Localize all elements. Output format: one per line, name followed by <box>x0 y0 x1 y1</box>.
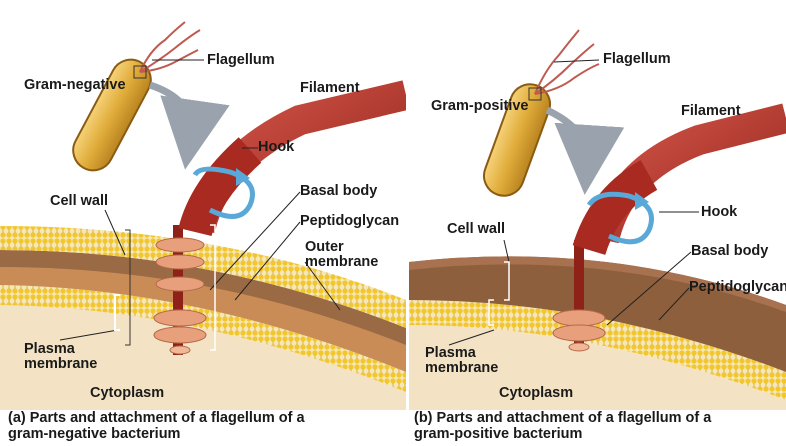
caption-b-line1: Parts and attachment of a flagellum of a <box>437 410 712 426</box>
plasma-membrane-label: Plasma membrane <box>425 346 505 376</box>
cell-wall-label: Cell wall <box>447 222 505 237</box>
flagellum-label: Flagellum <box>603 52 671 67</box>
cytoplasm-label: Cytoplasm <box>90 386 164 401</box>
peptidoglycan-label: Peptidoglycan <box>300 214 399 229</box>
caption-a: (a) Parts and attachment of a flagellum … <box>8 410 305 442</box>
flagellum-label: Flagellum <box>207 53 275 68</box>
panel-gram-positive: Gram-positive Flagellum Filament Hook Ba… <box>409 0 786 410</box>
filament-label: Filament <box>300 81 360 96</box>
gram-type-label: Gram-positive <box>431 99 529 114</box>
caption-a-line2: gram-negative bacterium <box>8 426 305 442</box>
plasma-membrane-label: Plasma membrane <box>24 342 104 372</box>
cell-wall-label: Cell wall <box>50 194 108 209</box>
zoom-arrow <box>150 85 191 135</box>
caption-b-line2: gram-positive bacterium <box>414 426 711 442</box>
peptidoglycan-label: Peptidoglycan <box>689 280 786 295</box>
filament-label: Filament <box>681 104 741 119</box>
cytoplasm-label: Cytoplasm <box>499 386 573 401</box>
caption-b: (b) Parts and attachment of a flagellum … <box>414 410 711 442</box>
basal-body-label: Basal body <box>300 184 377 199</box>
caption-a-line1: Parts and attachment of a flagellum of a <box>30 410 305 426</box>
zoom-arrow <box>547 110 587 160</box>
caption-b-letter: (b) <box>414 410 433 426</box>
gram-type-label: Gram-negative <box>24 78 126 93</box>
panel-gram-negative: Gram-negative Flagellum Filament Hook Ba… <box>0 0 406 410</box>
hook-label: Hook <box>258 140 294 155</box>
basal-body-label: Basal body <box>691 244 768 259</box>
hook <box>195 150 250 232</box>
outer-membrane-label: Outer membrane <box>305 240 385 270</box>
caption-a-letter: (a) <box>8 410 26 426</box>
hook-label: Hook <box>701 205 737 220</box>
